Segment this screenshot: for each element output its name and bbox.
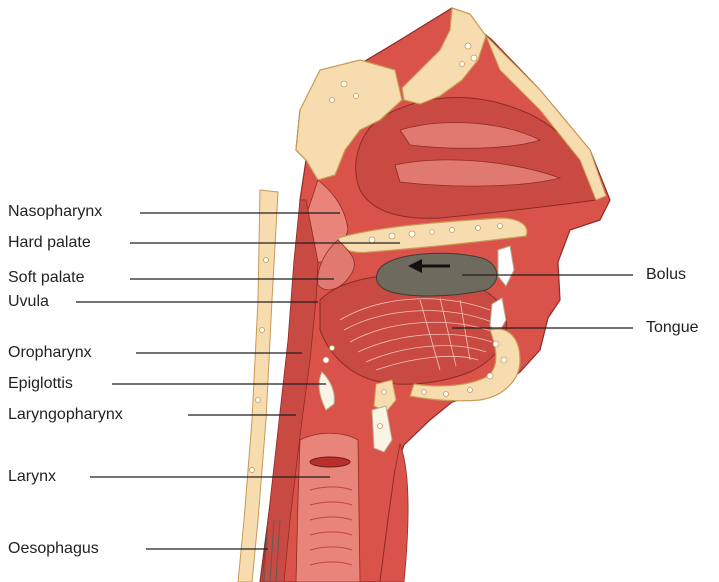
label-larynx: Larynx [8,468,56,486]
label-oropharynx: Oropharynx [8,344,92,362]
label-uvula: Uvula [8,293,49,311]
label-tongue: Tongue [646,319,699,337]
label-oesophagus: Oesophagus [8,540,99,558]
vocal-folds [310,457,350,467]
label-laryngopharynx: Laryngopharynx [8,406,123,424]
label-soft-palate: Soft palate [8,269,85,287]
label-nasopharynx: Nasopharynx [8,203,102,221]
larynx-tube [296,433,360,582]
label-bolus: Bolus [646,266,686,284]
label-hard-palate: Hard palate [8,234,91,252]
label-epiglottis: Epiglottis [8,375,73,393]
